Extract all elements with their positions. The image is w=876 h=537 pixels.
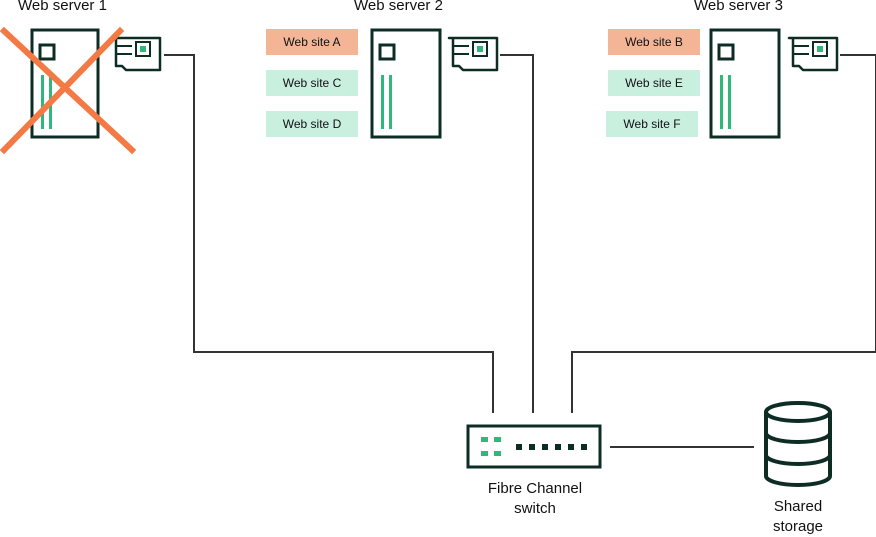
web-site-badge: Web site A (266, 29, 358, 55)
fibre-switch-icon (466, 424, 602, 469)
switch-caption-line2: switch (514, 500, 556, 517)
web-site-badge: Web site E (608, 70, 700, 96)
server3-title: Web server 3 (694, 0, 783, 14)
storage-caption-line1: Shared (773, 498, 823, 515)
cable-server2 (500, 54, 534, 413)
cables (164, 54, 876, 448)
cable-server1 (164, 54, 494, 413)
web-site-badge: Web site F (606, 111, 698, 137)
server3-network-card-icon (787, 36, 839, 72)
database-cylinder-icon (764, 401, 832, 487)
server2-title: Web server 2 (354, 0, 443, 14)
server1-title: Web server 1 (18, 0, 107, 14)
web-site-badge: Web site C (266, 70, 358, 96)
server2-network-card-icon (447, 36, 499, 72)
web-site-badge: Web site B (608, 29, 700, 55)
switch-caption-line1: Fibre Channel (487, 480, 583, 497)
server1-network-card-icon (110, 36, 162, 72)
storage-caption-line2: storage (772, 518, 824, 535)
storage-caption: Shared storage (748, 497, 848, 537)
web-site-badge: Web site D (266, 111, 358, 137)
server3-tower-icon (709, 28, 781, 139)
switch-caption: Fibre Channel switch (463, 479, 607, 519)
cable-server3 (571, 54, 876, 413)
failure-x-cross-icon (0, 26, 137, 155)
server2-tower-icon (370, 28, 442, 139)
